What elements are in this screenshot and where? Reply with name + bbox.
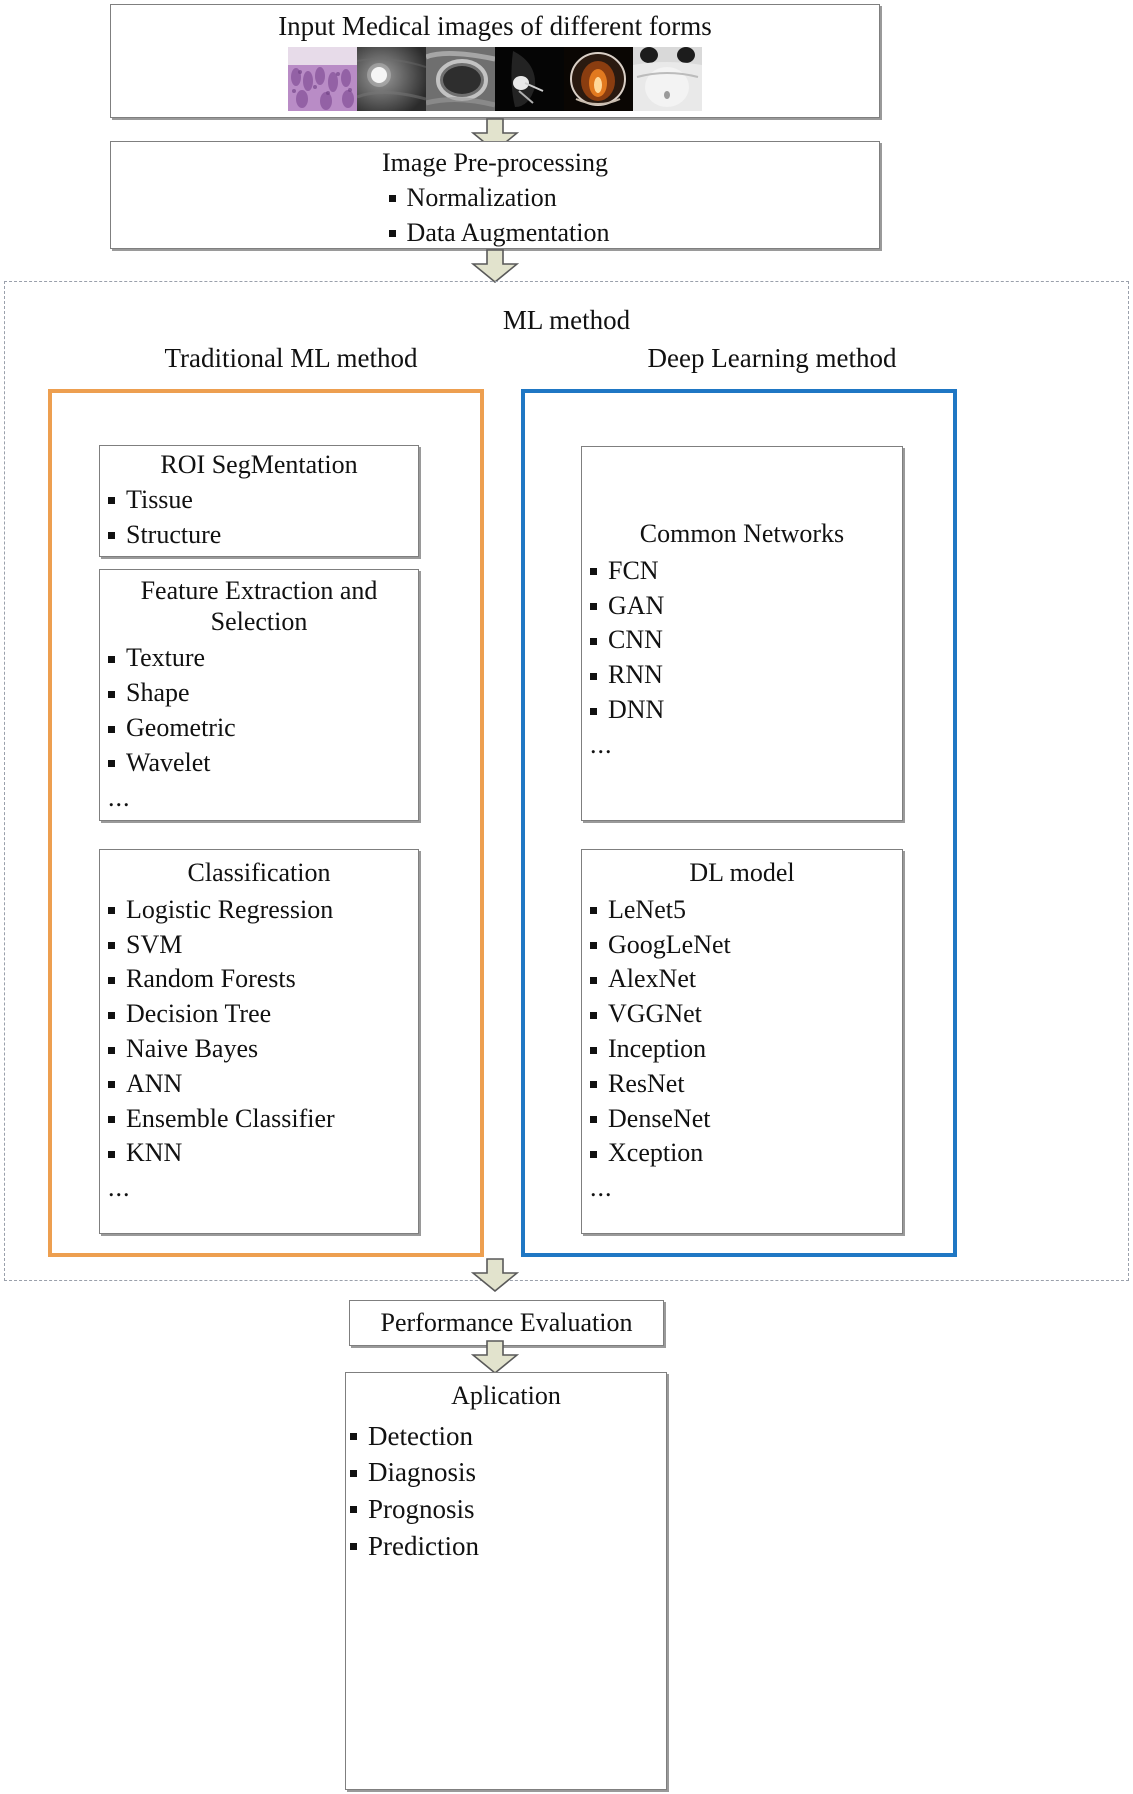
list-item: Geometric xyxy=(100,711,418,746)
list-item: ResNet xyxy=(582,1067,902,1102)
list-item: DNN xyxy=(582,693,902,728)
list-item: Ensemble Classifier xyxy=(100,1102,418,1137)
application-list: Detection Diagnosis Prognosis Prediction xyxy=(346,1418,666,1565)
list-item: Normalization xyxy=(381,181,610,216)
input-images-title: Input Medical images of different forms xyxy=(278,11,712,41)
list-item: LeNet5 xyxy=(582,893,902,928)
mammogram-thumbnail xyxy=(357,47,426,111)
classification-title: Classification xyxy=(187,858,331,887)
feature-extraction-ellipsis: ... xyxy=(108,782,131,812)
pet-ct-thumbnail xyxy=(564,47,633,111)
xray-thumbnail xyxy=(633,47,702,111)
ultrasound-thumbnail xyxy=(426,47,495,111)
list-item: Prognosis xyxy=(346,1491,666,1528)
application-box: Aplication Detection Diagnosis Prognosis… xyxy=(345,1372,667,1790)
list-item: Shape xyxy=(100,676,418,711)
feature-extraction-box: Feature Extraction and Selection Texture… xyxy=(99,569,419,821)
performance-to-application-arrow-icon xyxy=(471,1340,519,1374)
mri-thumbnail xyxy=(495,47,564,111)
list-item: GoogLeNet xyxy=(582,928,902,963)
common-networks-title: Common Networks xyxy=(639,519,845,548)
feature-extraction-list: Texture Shape Geometric Wavelet xyxy=(100,641,418,780)
list-item: Naive Bayes xyxy=(100,1032,418,1067)
preprocessing-to-ml-arrow-icon xyxy=(471,249,519,283)
feature-extraction-title: Feature Extraction and Selection xyxy=(140,576,378,636)
list-item: Structure xyxy=(100,518,418,553)
list-item: AlexNet xyxy=(582,962,902,997)
list-item: Prediction xyxy=(346,1528,666,1565)
list-item: Decision Tree xyxy=(100,997,418,1032)
image-preprocessing-box: Image Pre-processing Normalization Data … xyxy=(110,141,880,249)
common-networks-list: FCN GAN CNN RNN DNN xyxy=(582,554,902,728)
dl-model-ellipsis: ... xyxy=(590,1173,613,1203)
list-item: Tissue xyxy=(100,483,418,518)
preprocessing-list: Normalization Data Augmentation xyxy=(381,181,610,251)
dl-model-list: LeNet5 GoogLeNet AlexNet VGGNet Inceptio… xyxy=(582,893,902,1172)
list-item: KNN xyxy=(100,1136,418,1171)
list-item: Detection xyxy=(346,1418,666,1455)
ml-method-dashed-container xyxy=(4,281,1129,1281)
common-networks-ellipsis: ... xyxy=(590,729,613,759)
list-item: Inception xyxy=(582,1032,902,1067)
roi-segmentation-title: ROI SegMentation xyxy=(160,450,358,479)
performance-evaluation-box: Performance Evaluation xyxy=(349,1300,664,1346)
roi-segmentation-box: ROI SegMentation Tissue Structure xyxy=(99,445,419,557)
list-item: Diagnosis xyxy=(346,1454,666,1491)
traditional-ml-label: Traditional ML method xyxy=(164,343,418,373)
ml-to-performance-arrow-icon xyxy=(471,1258,519,1292)
list-item: Logistic Regression xyxy=(100,893,418,928)
dl-model-title: DL model xyxy=(689,858,795,887)
list-item: FCN xyxy=(582,554,902,589)
roi-segmentation-list: Tissue Structure xyxy=(100,483,418,553)
list-item: Random Forests xyxy=(100,962,418,997)
histopathology-thumbnail xyxy=(288,47,357,111)
classification-list: Logistic Regression SVM Random Forests D… xyxy=(100,893,418,1172)
deep-learning-label: Deep Learning method xyxy=(647,343,897,373)
performance-evaluation-title: Performance Evaluation xyxy=(380,1307,633,1337)
list-item: ANN xyxy=(100,1067,418,1102)
medical-image-strip xyxy=(288,47,702,111)
list-item: Xception xyxy=(582,1136,902,1171)
ml-method-label: ML method xyxy=(502,305,631,335)
classification-ellipsis: ... xyxy=(108,1173,131,1203)
list-item: Data Augmentation xyxy=(381,216,609,251)
list-item: VGGNet xyxy=(582,997,902,1032)
classification-box: Classification Logistic Regression SVM R… xyxy=(99,849,419,1234)
list-item: Wavelet xyxy=(100,746,418,781)
list-item: GAN xyxy=(582,589,902,624)
preprocessing-title: Image Pre-processing xyxy=(382,148,608,177)
dl-model-box: DL model LeNet5 GoogLeNet AlexNet VGGNet… xyxy=(581,849,903,1234)
list-item: DenseNet xyxy=(582,1102,902,1137)
input-images-box: Input Medical images of different forms xyxy=(110,4,880,118)
list-item: CNN xyxy=(582,623,902,658)
list-item: Texture xyxy=(100,641,418,676)
list-item: SVM xyxy=(100,928,418,963)
application-title: Aplication xyxy=(451,1381,561,1410)
list-item: RNN xyxy=(582,658,902,693)
common-networks-box: Common Networks FCN GAN CNN RNN DNN ... xyxy=(581,446,903,821)
